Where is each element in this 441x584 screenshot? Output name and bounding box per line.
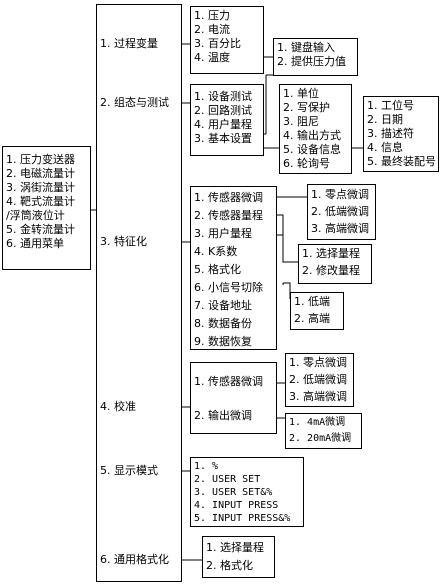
general-format-box: 1. 选择量程 2. 格式化	[202, 536, 275, 578]
menu-item[interactable]: 1. 零点微调	[311, 188, 369, 201]
menu-item[interactable]: 2. 日期	[367, 113, 403, 126]
main-menu-column	[96, 4, 182, 582]
menu-item[interactable]: 2. 输出微调	[194, 409, 252, 422]
root-item[interactable]: 5. 金转流量计	[6, 223, 75, 236]
menu-item[interactable]: 1. 传感器微调	[194, 191, 263, 204]
menu-item[interactable]: 2. 写保护	[283, 101, 330, 114]
menu-item[interactable]: 3. 描述符	[367, 127, 414, 140]
menu-item[interactable]: 1. 低端	[294, 295, 330, 308]
root-item[interactable]: /浮筒液位计	[6, 209, 65, 222]
menu-item[interactable]: 4. 用户量程	[194, 118, 252, 131]
root-item[interactable]: 3. 涡街流量计	[6, 181, 75, 194]
main-item-process-variables[interactable]: 1. 过程变量	[100, 37, 160, 51]
menu-item[interactable]: 1. 选择量程	[302, 247, 360, 260]
menu-item[interactable]: 5. 最终装配号	[367, 155, 436, 168]
small-signal-box: 1. 低端 2. 高端	[290, 292, 344, 330]
menu-item[interactable]: 1. 压力	[194, 9, 230, 22]
range-ops-box: 1. 选择量程 2. 修改量程	[298, 244, 372, 284]
menu-item[interactable]: 3. 基本设置	[194, 132, 252, 145]
menu-item[interactable]: 3. USER SET&%	[194, 487, 273, 498]
menu-item[interactable]: 4. 温度	[194, 51, 230, 64]
calibration-box: 1. 传感器微调 2. 输出微调	[190, 362, 277, 434]
menu-item[interactable]: 1. 零点微调	[289, 356, 347, 369]
device-info-box: 1. 工位号 2. 日期 3. 描述符 4. 信息 5. 最终装配号	[363, 96, 439, 172]
menu-item[interactable]: 5. INPUT PRESS&%	[194, 513, 291, 524]
menu-item[interactable]: 1. 键盘输入	[277, 41, 335, 54]
root-item[interactable]: 2. 电磁流量计	[6, 167, 75, 180]
display-modes-box: 1. % 2. USER SET 3. USER SET&% 4. INPUT …	[190, 457, 304, 527]
root-item[interactable]: 6. 通用菜单	[6, 237, 64, 250]
menu-item[interactable]: 2. 高端	[294, 312, 330, 325]
cal-sensor-trim-box: 1. 零点微调 2. 低端微调 3. 高端微调	[285, 353, 354, 407]
main-item-calibration[interactable]: 4. 校准	[100, 400, 138, 414]
menu-item[interactable]: 3. 用户量程	[194, 227, 252, 240]
menu-item[interactable]: 8. 数据备份	[194, 317, 252, 330]
main-item-characterize[interactable]: 3. 特征化	[100, 235, 149, 249]
menu-item[interactable]: 2. 提供压力值	[277, 55, 346, 68]
menu-item[interactable]: 2. 低端微调	[289, 373, 347, 386]
menu-item[interactable]: 5. 设备信息	[283, 143, 341, 156]
menu-item[interactable]: 2. 低端微调	[311, 205, 369, 218]
root-item[interactable]: 1. 压力变送器	[6, 153, 75, 166]
menu-item[interactable]: 3. 高端微调	[289, 390, 347, 403]
root-item[interactable]: 4. 靶式流量计	[6, 195, 75, 208]
sensor-trim-box: 1. 零点微调 2. 低端微调 3. 高端微调	[307, 184, 376, 240]
menu-item[interactable]: 5. 格式化	[194, 263, 241, 276]
menu-item[interactable]: 4. 信息	[367, 141, 403, 154]
menu-item[interactable]: 2. 修改量程	[302, 264, 360, 277]
main-item-display-mode[interactable]: 5. 显示模式	[100, 464, 160, 478]
menu-item[interactable]: 3. 阻尼	[283, 115, 319, 128]
menu-item[interactable]: 2. 回路测试	[194, 104, 252, 117]
menu-item[interactable]: 4. INPUT PRESS	[194, 500, 279, 511]
pressure-source-box: 1. 键盘输入 2. 提供压力值	[273, 38, 358, 76]
menu-item[interactable]: 1. %	[194, 461, 219, 472]
menu-item[interactable]: 6. 小信号切除	[194, 281, 263, 294]
menu-item[interactable]: 1. 单位	[283, 87, 319, 100]
output-trim-box: 1. 4mA微调 2. 20mA微调	[285, 413, 362, 449]
menu-item[interactable]: 2. 格式化	[206, 559, 253, 572]
menu-item[interactable]: 4. 输出方式	[283, 129, 341, 142]
menu-item[interactable]: 2. 传感器量程	[194, 209, 263, 222]
menu-item[interactable]: 1. 4mA微调	[289, 417, 346, 428]
menu-item[interactable]: 3. 百分比	[194, 37, 241, 50]
root-device-menu: 1. 压力变送器 2. 电磁流量计 3. 涡街流量计 4. 靶式流量计 /浮筒液…	[2, 146, 91, 270]
menu-item[interactable]: 1. 设备测试	[194, 90, 252, 103]
menu-item[interactable]: 4. K系数	[194, 245, 238, 258]
menu-item[interactable]: 2. 20mA微调	[289, 433, 352, 444]
menu-item[interactable]: 1. 选择量程	[206, 541, 264, 554]
main-item-general-format[interactable]: 6. 通用格式化	[100, 553, 171, 567]
config-test-box: 1. 设备测试 2. 回路测试 4. 用户量程 3. 基本设置	[190, 84, 264, 156]
process-variables-box: 1. 压力 2. 电流 3. 百分比 4. 温度	[190, 6, 264, 74]
menu-item[interactable]: 2. 电流	[194, 23, 230, 36]
menu-item[interactable]: 1. 工位号	[367, 99, 414, 112]
main-item-config-test[interactable]: 2. 组态与测试	[100, 96, 171, 110]
menu-item[interactable]: 9. 数据恢复	[194, 335, 252, 348]
menu-item[interactable]: 2. USER SET	[194, 474, 261, 485]
menu-item[interactable]: 7. 设备地址	[194, 299, 252, 312]
basic-setup-box: 1. 单位 2. 写保护 3. 阻尼 4. 输出方式 5. 设备信息 6. 轮询…	[279, 84, 352, 174]
menu-item[interactable]: 3. 高端微调	[311, 222, 369, 235]
characterize-box: 1. 传感器微调 2. 传感器量程 3. 用户量程 4. K系数 5. 格式化 …	[190, 186, 277, 350]
menu-item[interactable]: 6. 轮询号	[283, 157, 330, 170]
menu-item[interactable]: 1. 传感器微调	[194, 375, 263, 388]
